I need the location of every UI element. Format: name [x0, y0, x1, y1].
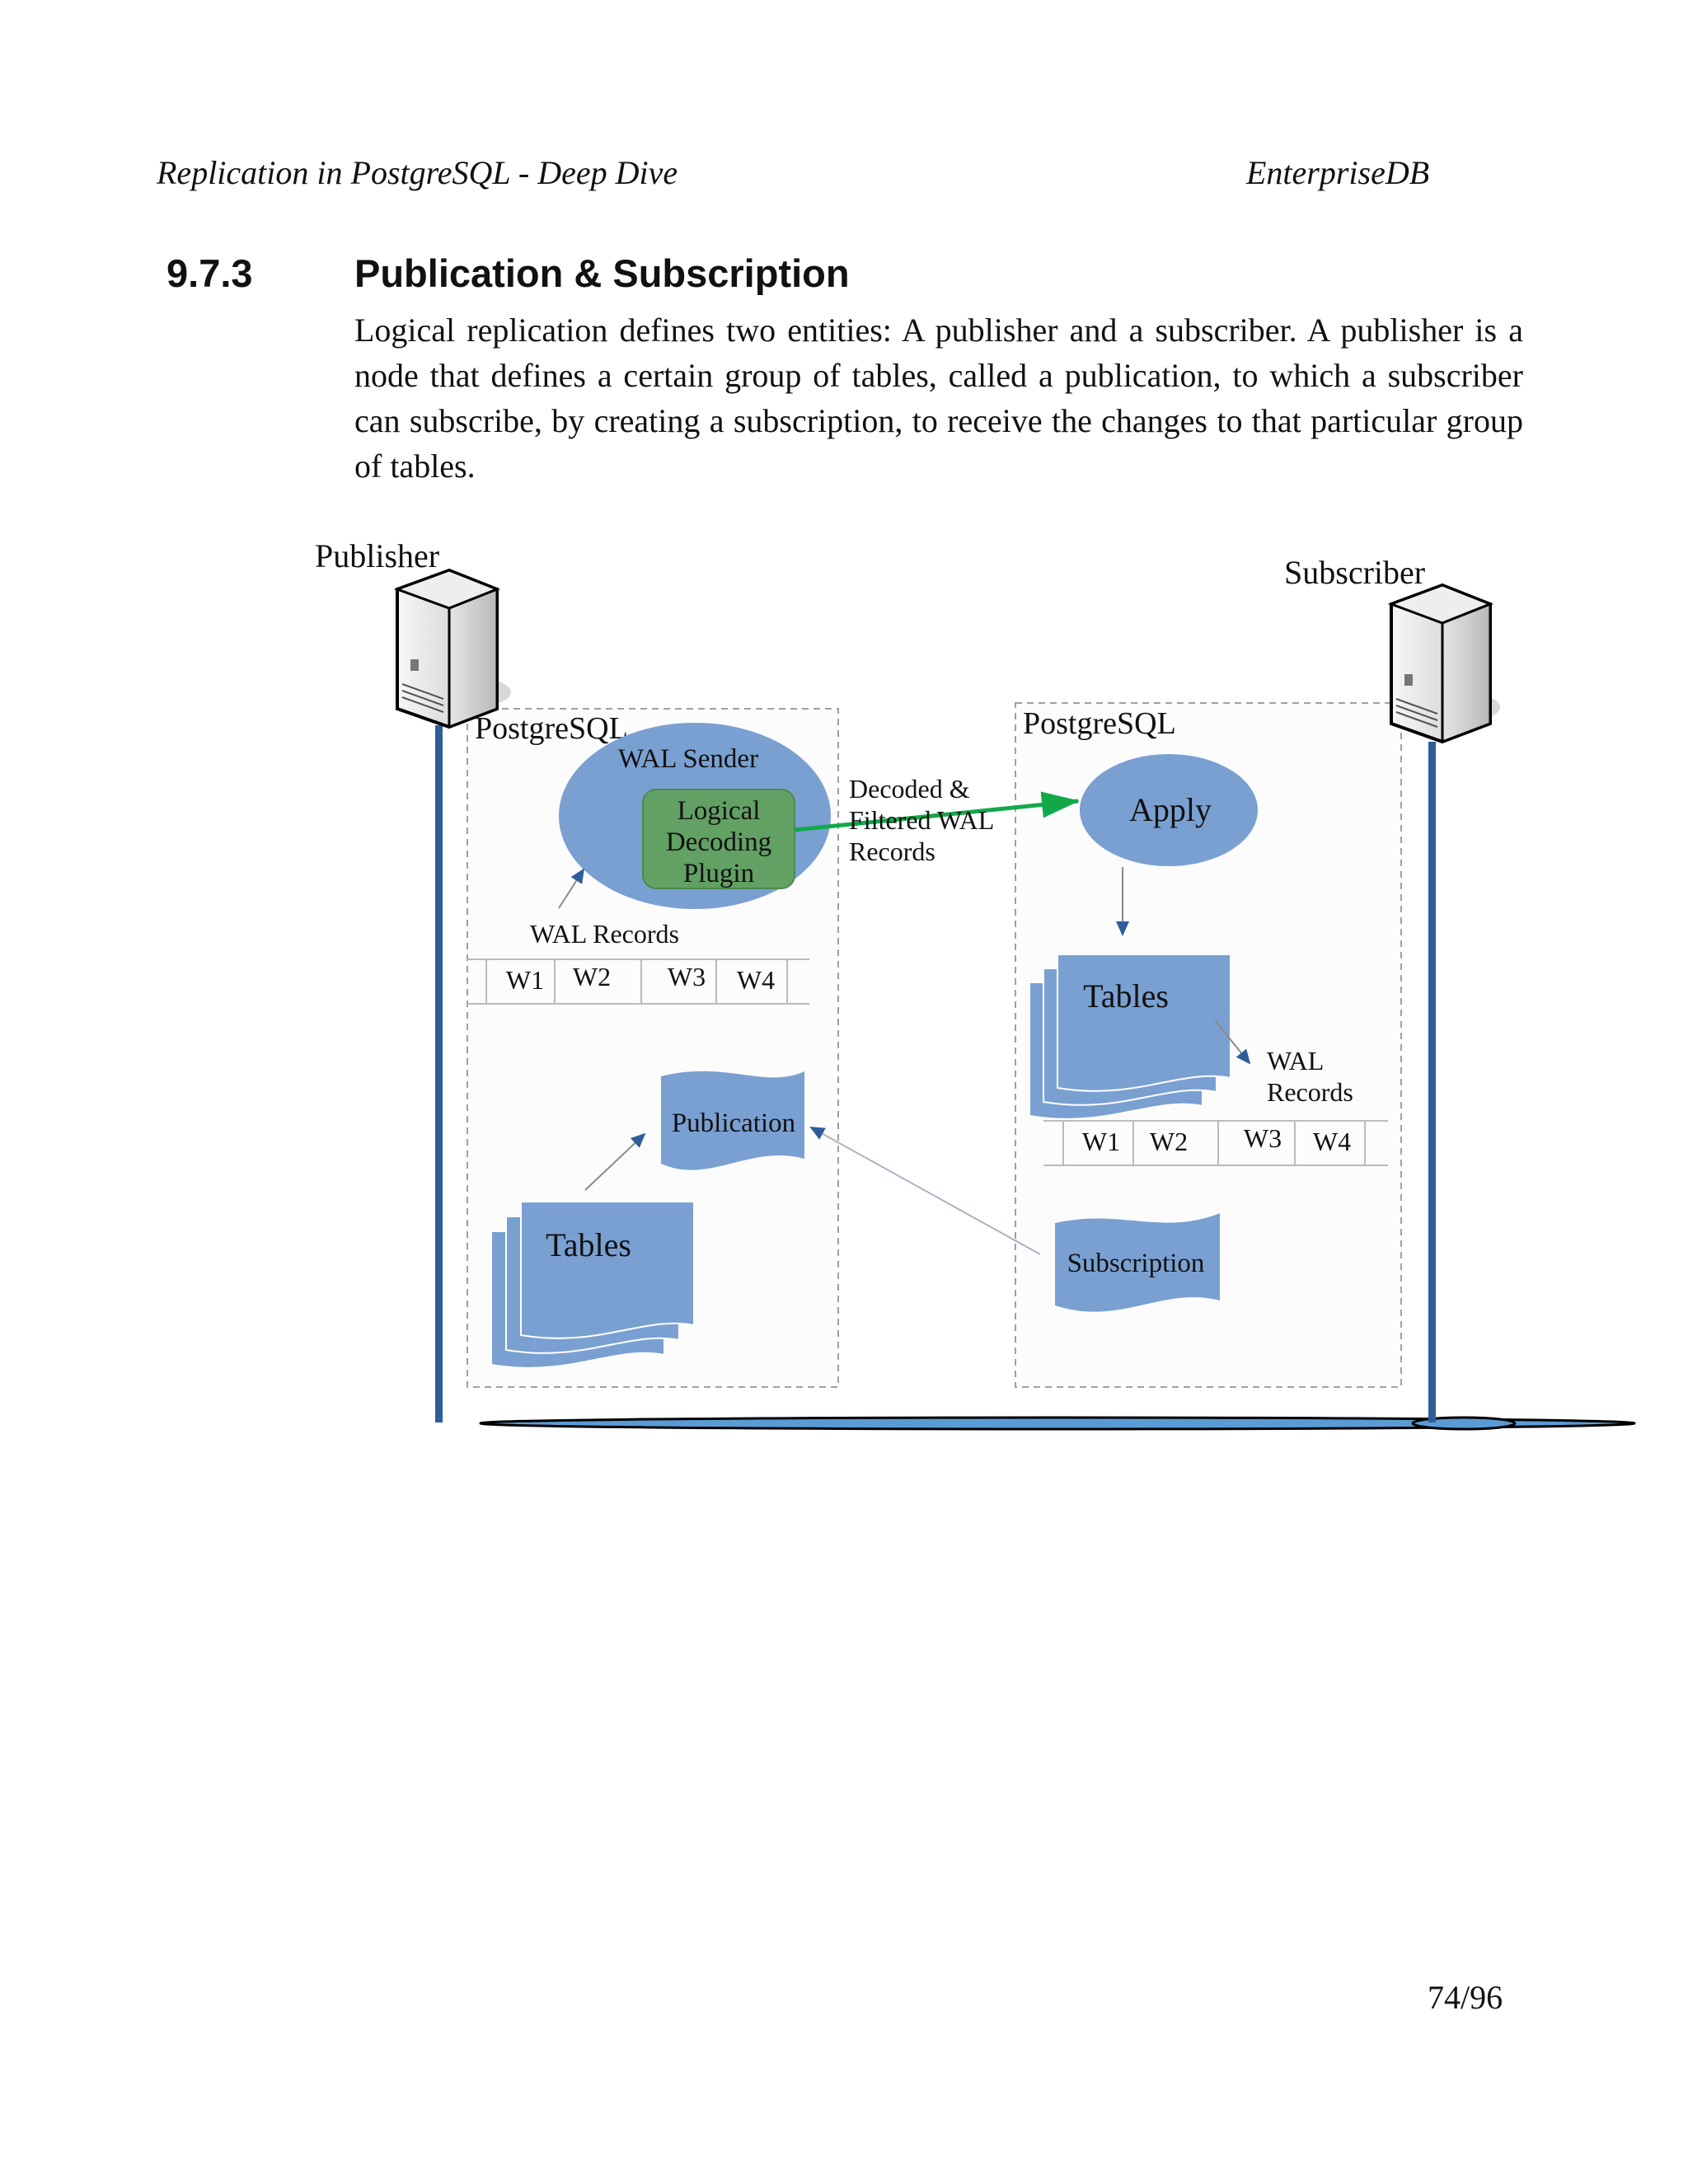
subscription-shape	[1055, 1213, 1220, 1312]
pub-wal-cell-4: W4	[737, 965, 775, 995]
section-title: Publication & Subscription	[354, 251, 850, 295]
apply-node	[1080, 754, 1258, 866]
sub-wal-cell-4: W4	[1313, 1127, 1351, 1156]
network-bus	[479, 1416, 1636, 1431]
flow-label-line-1: Decoded &	[849, 774, 970, 804]
pub-wal-cell-1: W1	[506, 965, 544, 995]
pub-tables-label: Tables	[546, 1226, 631, 1263]
running-head-company: EnterpriseDB	[1246, 154, 1430, 191]
subscriber-server-icon	[1387, 583, 1500, 744]
subscription-link-arrow	[809, 1127, 1041, 1255]
pub-wal-cell-3: W3	[668, 962, 706, 991]
publication-shape	[661, 1071, 804, 1170]
logical-decoding-plugin	[642, 789, 795, 889]
pub-wal-records-label: WAL Records	[530, 919, 679, 949]
publisher-db-label: PostgreSQL	[475, 711, 628, 746]
publisher-server-icon	[393, 568, 511, 729]
sub-wal-label-line-1: WAL	[1267, 1046, 1324, 1076]
apply-label: Apply	[1129, 791, 1212, 828]
publisher-label: Publisher	[315, 537, 439, 574]
plugin-line-3: Plugin	[683, 859, 754, 888]
wal-sender-label: WAL Sender	[618, 744, 758, 774]
sub-wal-cell-2: W2	[1150, 1127, 1188, 1156]
decoded-flow-arrow	[794, 791, 1080, 832]
page-number: 74/96	[1428, 1979, 1503, 2016]
subscriber-rail	[1428, 742, 1436, 1422]
plugin-line-1: Logical	[678, 796, 761, 826]
flow-label-line-3: Records	[849, 837, 935, 866]
subscriber-label: Subscriber	[1284, 554, 1425, 591]
sub-wal-strip	[1043, 1120, 1388, 1166]
sub-wal-label-line-2: Records	[1267, 1077, 1353, 1107]
publication-label: Publication	[672, 1108, 795, 1138]
plugin-line-2: Decoding	[666, 827, 771, 857]
subscriber-db-label: PostgreSQL	[1023, 706, 1176, 741]
publisher-rail	[435, 725, 443, 1422]
subscription-label: Subscription	[1067, 1249, 1205, 1278]
sub-wal-cell-1: W1	[1082, 1127, 1120, 1156]
body-paragraph: Logical replication defines two entities…	[354, 312, 1523, 485]
section-number: 9.7.3	[166, 251, 253, 295]
flow-label-line-2: Filtered WAL	[849, 805, 994, 835]
sub-wal-cell-3: W3	[1244, 1123, 1282, 1153]
sub-tables-label: Tables	[1083, 977, 1169, 1015]
pub-wal-strip	[467, 958, 809, 1005]
running-head-title: Replication in PostgreSQL - Deep Dive	[157, 154, 678, 191]
pub-wal-cell-2: W2	[573, 962, 611, 991]
